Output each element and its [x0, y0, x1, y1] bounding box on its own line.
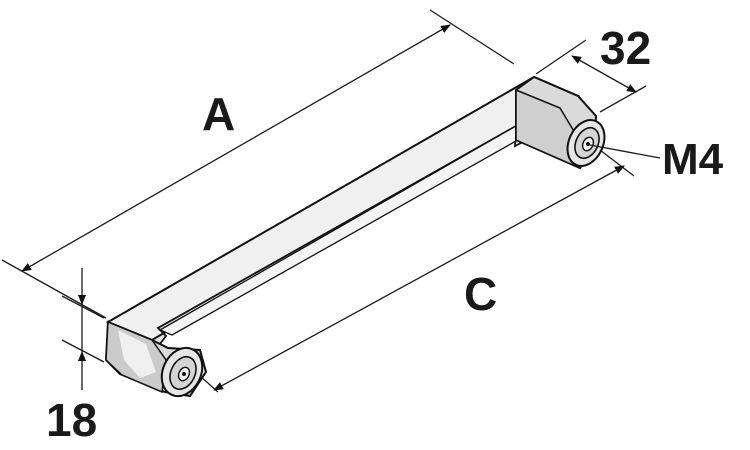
dimension-c-label: C: [464, 268, 497, 320]
left-leg-highlight: [118, 330, 156, 378]
dimension-c-line: [213, 165, 625, 391]
dimension-32-extension-top: [535, 39, 587, 75]
dimension-a-line: [21, 24, 451, 272]
thread-callout: M4: [589, 135, 724, 184]
dimension-32-line: [571, 55, 637, 93]
grip-bar-underside: [158, 124, 517, 336]
dimension-32: 32: [535, 22, 651, 113]
dimension-a-extension-left: [1, 259, 107, 319]
dimension-18-extension-bottom: [61, 339, 105, 363]
thread-label: M4: [662, 135, 724, 184]
cabinet-handle: [104, 75, 606, 398]
left-screw-boss: [160, 346, 204, 398]
dimension-a-extension-right: [429, 9, 515, 65]
dimension-32-extension-bottom: [599, 85, 647, 113]
dimension-18-extension-top: [61, 295, 105, 319]
grip-bar-top-face: [105, 75, 581, 342]
thread-leader-line: [589, 144, 661, 159]
dimension-32-label: 32: [600, 22, 651, 74]
right-screw-boss: [566, 119, 606, 167]
dimension-c: C: [199, 149, 635, 393]
dimension-c-extension-right: [599, 149, 635, 177]
dimension-a: A: [1, 9, 515, 319]
dimension-18-label: 18: [46, 394, 97, 446]
dimension-a-label: A: [202, 88, 235, 140]
dimension-18: 18: [46, 268, 105, 446]
